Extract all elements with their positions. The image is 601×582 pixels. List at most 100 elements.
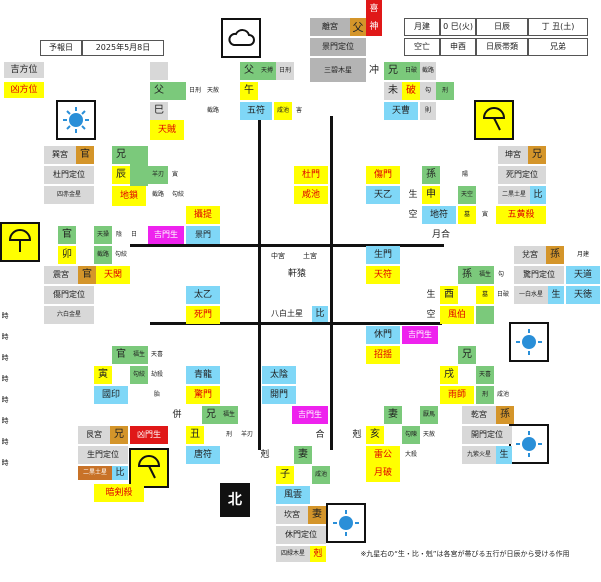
gen-relation: 兄 — [110, 426, 128, 444]
n3-office: 妻 — [308, 506, 326, 524]
c-gate: 傷門 — [366, 166, 400, 184]
sun-gate: 杜門定位 — [44, 166, 94, 184]
sun-icon — [326, 503, 366, 543]
kun-gate: 死門定位 — [498, 166, 546, 184]
ne2-sub: 厭馬 — [420, 406, 438, 424]
li-star: 三碧木星 — [310, 58, 366, 82]
n3-star: 四緑木星 — [276, 546, 310, 562]
w-gate: 生門 — [366, 246, 400, 264]
c-door: 杜門 — [294, 166, 328, 184]
w-god: 天符 — [366, 266, 400, 284]
w-sub: 福生 — [476, 266, 494, 284]
e-relation: 兄 — [112, 146, 130, 164]
grid-line-h1 — [130, 244, 444, 247]
dui-god: 天道 — [566, 266, 600, 284]
gen-gate: 生門定位 — [78, 446, 128, 464]
n3-palace: 坎宮 — [276, 506, 308, 524]
li-gate: 景門定位 — [310, 38, 366, 56]
n2-he: 合 — [315, 429, 325, 440]
w-branch: 酉 — [440, 286, 458, 304]
kubo-label: 空亡 — [404, 38, 440, 56]
kun-relation: 兄 — [528, 146, 546, 164]
se2-break: 破 — [402, 82, 420, 100]
sw-god: 招揺 — [366, 346, 400, 364]
se-sub: 天赦 — [206, 87, 219, 94]
dui-relation: 孫 — [546, 246, 564, 264]
zhen-star: 六白金星 — [44, 306, 94, 324]
kun-bi: 比 — [530, 186, 546, 204]
w-god2: 風伯 — [440, 306, 474, 324]
nw-relation: 兄 — [458, 346, 476, 364]
ne2-god2: 月破 — [366, 464, 400, 482]
gen-palace: 艮宮 — [78, 426, 110, 444]
n3-ke: 剋 — [310, 546, 326, 562]
center-xuanyuan: 軒猿 — [287, 268, 306, 279]
umbrella-icon — [129, 448, 169, 488]
zhen-gate: 傷門定位 — [44, 286, 94, 304]
nw-sub: 天喜 — [476, 366, 494, 384]
dui-god2: 天徳 — [566, 286, 600, 304]
se2-god: 天曹 — [384, 102, 418, 120]
zhen-sub: 日 — [130, 231, 137, 238]
grid-line-h2 — [150, 322, 442, 325]
south-god: 五符 — [240, 102, 272, 120]
ne-sub: 胎 — [153, 391, 160, 398]
zhen-sub: 陰 — [115, 231, 122, 238]
daily-category-label: 日辰帯類 — [476, 38, 528, 56]
time-label: 時 — [1, 417, 9, 425]
nw-sub: 咸池 — [496, 391, 509, 398]
n2-gate: 開門 — [262, 386, 296, 404]
center-death: 死門 — [186, 306, 220, 324]
son-kong: 空 — [408, 209, 418, 220]
ne2-sub: 勾陳 — [402, 426, 420, 444]
nn-bing: 併 — [172, 409, 182, 420]
monthly-branch-label: 月建 — [404, 18, 440, 36]
w-sheng: 生 — [426, 289, 436, 300]
ne2-branch: 亥 — [366, 426, 384, 444]
e-door: 吉門生 — [148, 226, 184, 244]
se-relation — [150, 62, 168, 80]
son-sub: 陽 — [461, 171, 468, 178]
time-label: 時 — [1, 438, 9, 446]
time-label: 時 — [1, 459, 9, 467]
sw-door: 吉門生 — [402, 326, 438, 344]
center-bi: 比 — [312, 306, 328, 322]
li-palace: 離宮 — [310, 18, 350, 36]
sun-icon — [509, 424, 549, 464]
se-relation: 父 — [150, 82, 168, 100]
se-sub: 日刑 — [188, 87, 201, 94]
dui-palace: 兌宮 — [514, 246, 546, 264]
south-relation: 父 — [240, 62, 258, 80]
gen-god: 暗剣殺 — [94, 484, 144, 502]
daily-category: 兄弟 — [528, 38, 588, 56]
e-sub: 勾絞 — [171, 191, 184, 198]
umbrella-icon — [474, 100, 514, 140]
ne2-sub: 天赦 — [422, 431, 435, 438]
e-sub — [130, 146, 148, 186]
zhen-sub: 勾絞 — [114, 251, 127, 258]
time-labels: 時 時 時 時 時 時 時 時 — [0, 306, 10, 474]
se2-sub: 日破 — [402, 62, 420, 80]
south-branch: 午 — [240, 82, 258, 100]
e-sub: 寅 — [171, 171, 178, 178]
w-sub: 勾 — [497, 271, 504, 278]
time-label: 時 — [1, 333, 9, 341]
li-god: 喜 — [366, 0, 382, 18]
qian-star: 九紫火星 — [462, 446, 496, 464]
ne-office: 官 — [112, 346, 130, 364]
center-star: 八白土星 — [271, 309, 303, 318]
time-label: 時 — [1, 354, 9, 362]
n2-door: 吉門生 — [292, 406, 328, 424]
w-relation: 孫 — [458, 266, 476, 284]
south-sub: 日刑 — [276, 62, 294, 80]
son-god: 地符 — [422, 206, 456, 224]
e-god2: 攝提 — [186, 206, 220, 224]
sw-gate: 休門 — [366, 326, 400, 344]
nw-sub: 刑 — [476, 386, 494, 404]
time-label: 時 — [1, 312, 9, 320]
sun-office: 官 — [76, 146, 94, 164]
w-sub: 墓 — [476, 286, 494, 304]
se2-sub: 刑 — [436, 82, 454, 100]
south-sub: 咸池 — [274, 102, 292, 120]
ne-sub: 勾絞 — [130, 366, 148, 384]
